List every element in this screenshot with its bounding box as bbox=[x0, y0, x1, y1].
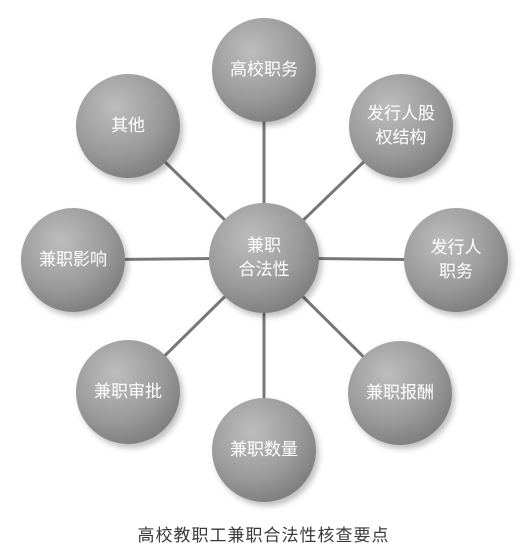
node-faxingren-guquan-label-line: 发行人股 bbox=[367, 104, 435, 124]
center-node-label-line: 合法性 bbox=[239, 260, 290, 280]
node-qita: 其他 bbox=[76, 74, 180, 178]
node-circle-jianzhi-baochou bbox=[348, 341, 452, 445]
node-circle-qita bbox=[76, 74, 180, 178]
node-circle-jianzhi-shuliang bbox=[212, 398, 316, 502]
node-jianzhi-yingxiang: 兼职影响 bbox=[21, 208, 125, 312]
node-jianzhi-baochou-label-line: 兼职报酬 bbox=[366, 383, 434, 403]
node-circle-gaoxiao-zhiwu bbox=[212, 18, 316, 122]
node-circle-jianzhi-shenpi bbox=[76, 340, 180, 444]
node-faxingren-zhiwu-label-line: 职务 bbox=[439, 262, 473, 282]
node-circle-jianzhi-yingxiang bbox=[21, 208, 125, 312]
node-gaoxiao-zhiwu: 高校职务 bbox=[212, 18, 316, 122]
node-jianzhi-baochou: 兼职报酬 bbox=[348, 341, 452, 445]
node-faxingren-zhiwu-label-line: 发行人 bbox=[431, 238, 482, 258]
node-circle-faxingren-guquan bbox=[349, 74, 453, 178]
node-qita-label-line: 其他 bbox=[111, 116, 145, 136]
node-gaoxiao-zhiwu-label-line: 高校职务 bbox=[230, 60, 298, 80]
node-jianzhi-yingxiang-label-line: 兼职影响 bbox=[39, 250, 107, 270]
diagram-caption: 高校教职工兼职合法性核查要点 bbox=[137, 526, 390, 546]
node-jianzhi-shuliang: 兼职数量 bbox=[212, 398, 316, 502]
node-faxingren-guquan-label-line: 权结构 bbox=[376, 128, 427, 148]
node-jianzhi-shenpi: 兼职审批 bbox=[76, 340, 180, 444]
center-node-label-line: 兼职 bbox=[247, 236, 281, 256]
node-jianzhi-shenpi-label-line: 兼职审批 bbox=[94, 382, 162, 402]
node-jianzhi-shuliang-label-line: 兼职数量 bbox=[230, 440, 298, 460]
node-circle-faxingren-zhiwu bbox=[404, 208, 508, 312]
center-node-circle bbox=[209, 203, 319, 313]
center-node: 兼职合法性 bbox=[209, 203, 319, 313]
